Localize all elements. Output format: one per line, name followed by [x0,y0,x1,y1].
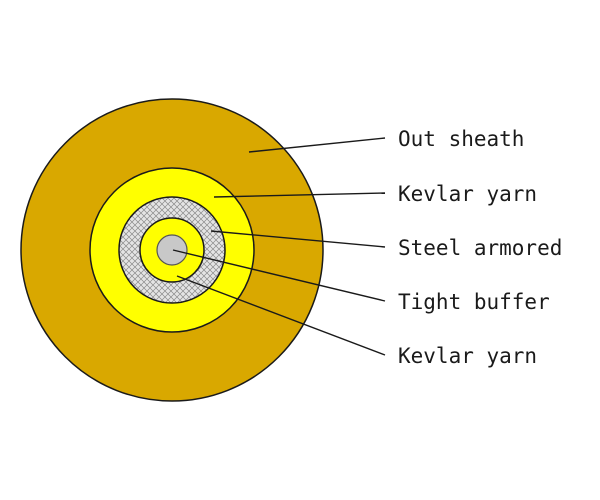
label-tight-buffer: Tight buffer [398,290,550,314]
label-kevlar-yarn-inner: Kevlar yarn [398,344,537,368]
leader-line-tight-buffer [172,249,386,302]
label-steel-armored: Steel armored [398,236,562,260]
leader-line-steel-armored [210,230,386,248]
leader-line-out-sheath [248,137,386,153]
tight-buffer-core [156,234,188,266]
label-out-sheath: Out sheath [398,127,524,151]
label-kevlar-yarn-outer: Kevlar yarn [398,182,537,206]
leader-line-kevlar-yarn-inner [176,275,386,356]
leader-line-kevlar-yarn-outer [213,192,386,198]
